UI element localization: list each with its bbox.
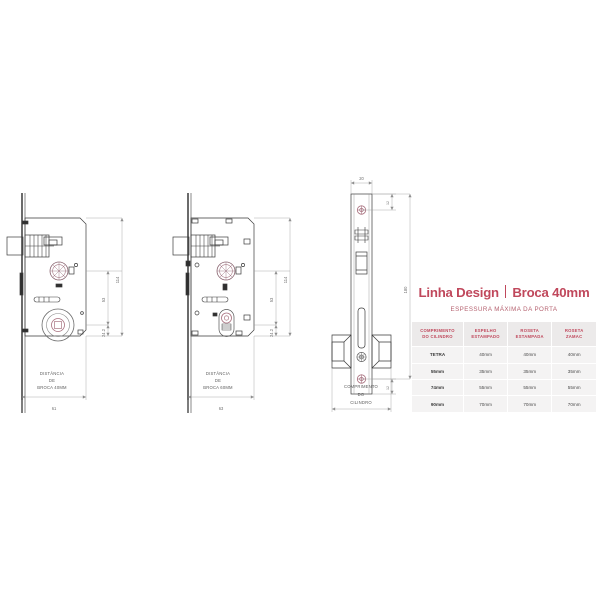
dim-height-114: 114 — [283, 276, 288, 283]
column-header-espelho-estampado: ESPELHO ESTAMPADO — [463, 322, 509, 347]
caption-line-2: DO — [358, 392, 365, 397]
title-line-model: Broca 40mm — [512, 285, 590, 300]
drawing-view-left: 53 24.2 114 61 DISTÂNCIA DE BROCA 40MM — [4, 185, 134, 420]
caption-line-2: DE — [215, 378, 221, 383]
header-text-line1: ROSETA — [520, 328, 540, 333]
table-row: 74mm 55mm 55mm 55mm — [412, 378, 596, 396]
panel-subtitle: ESPESSURA MÁXIMA DA PORTA — [450, 306, 558, 313]
caption-line-3: BROCA 40MM — [37, 385, 67, 390]
cell-espelho-estampado: 40mm — [463, 346, 509, 364]
header-text-line2: DO CILINDRO — [422, 334, 453, 340]
title-line-brand: Linha Design — [418, 285, 500, 300]
column-header-roseta-estampada: ROSETA ESTAMPADA — [507, 322, 553, 347]
drawing-view-right: 20 12 180 12 COMPRIMENTO DO CILINDRO — [322, 172, 432, 420]
drawing-view-middle: 53 24.2 114 63 DISTÂNCIA DE BROCA 60MM — [170, 185, 300, 420]
dim-height-114: 114 — [115, 276, 120, 283]
caption-line-1: DISTÂNCIA — [206, 371, 230, 376]
column-header-roseta-zamac: ROSETA ZAMAC — [551, 322, 596, 347]
cell-cylinder-length: TETRA — [412, 346, 465, 364]
header-text-line2: ESTAMPADO — [471, 334, 500, 340]
header-text-line1: ROSETA — [564, 328, 584, 333]
dim-width-63: 63 — [219, 406, 224, 411]
column-header-cylinder-length: COMPRIMENTO DO CILINDRO — [412, 322, 465, 347]
panel-title: Linha Design Broca 40mm — [412, 284, 596, 300]
cell-espelho-estampado: 70mm — [463, 395, 509, 412]
caption-line-2: DE — [49, 378, 55, 383]
cell-roseta-estampada: 55mm — [507, 378, 553, 396]
cell-roseta-zamac: 70mm — [551, 395, 596, 412]
dim-upper-53: 53 — [101, 297, 106, 302]
cell-roseta-estampada: 70mm — [507, 395, 553, 412]
cell-roseta-zamac: 40mm — [551, 346, 596, 364]
cell-roseta-estampada: 40mm — [507, 346, 553, 364]
table-header-row: COMPRIMENTO DO CILINDRO ESPELHO ESTAMPAD… — [412, 322, 596, 347]
dim-width-61: 61 — [52, 406, 57, 411]
cell-cylinder-length: 55mm — [412, 362, 465, 380]
caption-line-3: CILINDRO — [350, 400, 372, 405]
dim-bottom-offset-12: 12 — [386, 386, 390, 390]
caption-line-3: BROCA 60MM — [203, 385, 233, 390]
title-divider — [504, 285, 507, 298]
cell-cylinder-length: 74mm — [412, 378, 465, 396]
dim-plate-width-20: 20 — [359, 176, 364, 181]
cell-espelho-estampado: 55mm — [463, 378, 509, 396]
header-text-line2: ESTAMPADA — [515, 334, 544, 340]
header-text-line1: ESPELHO — [474, 328, 497, 333]
dim-lower-24: 24.2 — [101, 328, 106, 337]
cell-roseta-zamac: 55mm — [551, 378, 596, 396]
table-row: 90mm 70mm 70mm 70mm — [412, 395, 596, 412]
table-row: TETRA 40mm 40mm 40mm — [412, 346, 596, 364]
cell-roseta-zamac: 35mm — [551, 362, 596, 380]
cell-espelho-estampado: 35mm — [463, 362, 509, 380]
dim-plate-height-180: 180 — [403, 286, 408, 294]
cell-roseta-estampada: 35mm — [507, 362, 553, 380]
dim-lower-24: 24.2 — [269, 328, 274, 337]
spec-table: COMPRIMENTO DO CILINDRO ESPELHO ESTAMPAD… — [412, 322, 596, 412]
header-text-line2: ZAMAC — [565, 334, 583, 340]
caption-line-1: COMPRIMENTO — [344, 384, 379, 389]
caption-line-1: DISTÂNCIA — [40, 371, 64, 376]
dim-upper-53: 53 — [269, 297, 274, 302]
spec-panel: Linha Design Broca 40mm ESPESSURA MÁXIMA… — [412, 284, 596, 412]
dim-top-offset-12: 12 — [386, 201, 390, 205]
table-row: 55mm 35mm 35mm 35mm — [412, 362, 596, 380]
cell-cylinder-length: 90mm — [412, 395, 465, 412]
header-text-line1: COMPRIMENTO — [420, 328, 455, 333]
